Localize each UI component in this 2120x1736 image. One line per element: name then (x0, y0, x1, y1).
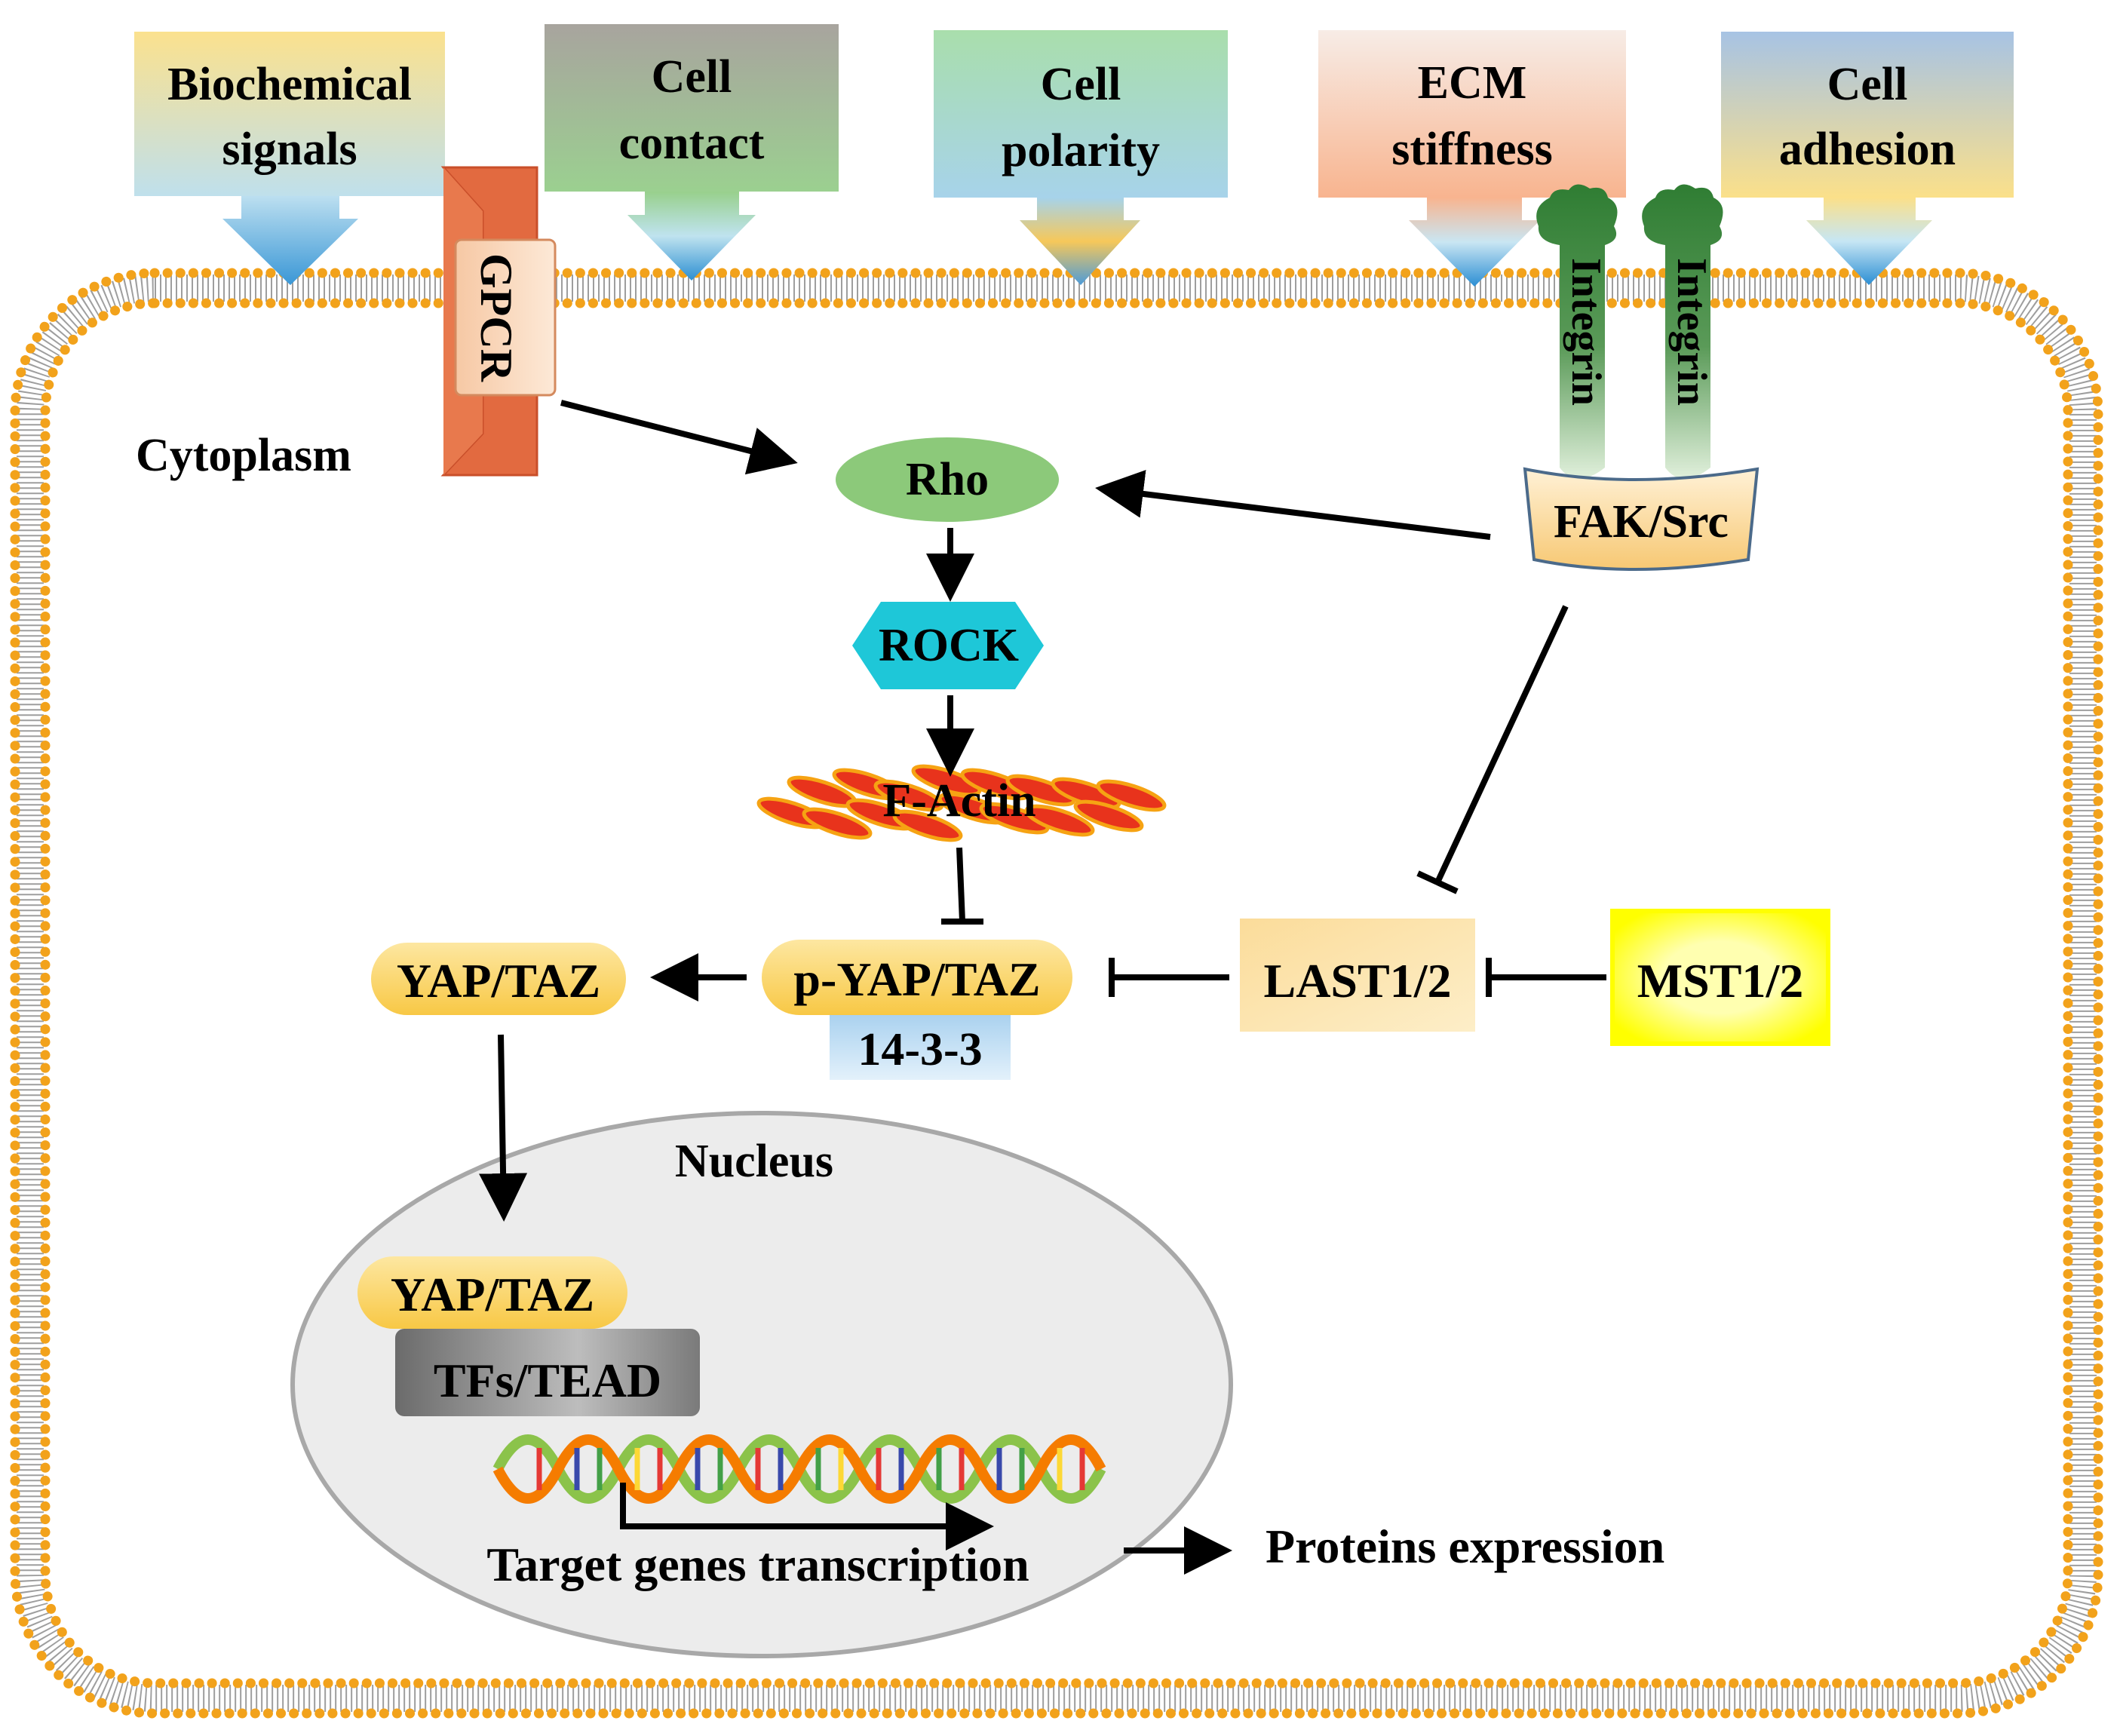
integrin-shape (1642, 184, 1723, 479)
pathway-edges (479, 400, 1606, 1575)
signal-label-line1: Biochemical (167, 59, 412, 110)
rho-node (836, 437, 1059, 522)
integrin-label: Integrin (1563, 258, 1609, 406)
tfs-tead-label: TFs/TEAD (434, 1354, 661, 1407)
signal-label-line2: signals (222, 124, 357, 175)
signal-arrow (1806, 198, 1932, 285)
dna-helix (492, 1434, 1106, 1504)
rock-label: ROCK (879, 620, 1019, 671)
signal-label-line2: contact (619, 118, 765, 169)
p-yap-taz-node (762, 940, 1072, 1015)
signal-label-line2: polarity (1002, 125, 1160, 176)
integrin-complex: Integrin Integrin FAK/Src (1523, 184, 1760, 571)
signal-box (1318, 30, 1626, 198)
inhibit-bar (1416, 870, 1459, 894)
fak-src-label: FAK/Src (1554, 496, 1729, 547)
edge-fak-to-rho (1095, 470, 1491, 540)
signal-arrow (222, 196, 358, 285)
protein-14-3-3-node (830, 1014, 1011, 1080)
signal-box (1721, 32, 2014, 198)
cytoplasm-label: Cytoplasm (136, 430, 351, 481)
signal-cell-contact: Cell contact (545, 24, 839, 281)
mst-node (1610, 909, 1830, 1046)
integrin-shape (1536, 184, 1618, 479)
signal-cell-polarity: Cell polarity (934, 30, 1228, 285)
yap-taz-label: YAP/TAZ (397, 954, 600, 1008)
last-node (1240, 919, 1475, 1032)
nucleus-label: Nucleus (675, 1136, 833, 1187)
nucleus (290, 1111, 1233, 1658)
gpcr-label: GPCR (471, 253, 521, 382)
edge-yap-to-nucleus (479, 1034, 528, 1222)
gpcr-body (454, 238, 557, 397)
f-actin-label: F-Actin (882, 775, 1035, 827)
signal-label-line1: Cell (652, 51, 732, 103)
edge-factin-inhibits-pyap (956, 847, 965, 922)
signal-label-line1: Cell (1041, 59, 1121, 110)
signal-ecm-stiffness: ECM stiffness (1318, 30, 1626, 287)
edge-gpcr-to-rho (560, 400, 798, 475)
p-yap-taz-label: p-YAP/TAZ (793, 952, 1040, 1006)
signal-box (134, 32, 445, 196)
gpcr-receptor: GPCR (440, 166, 557, 477)
last-label: LAST1/2 (1264, 954, 1452, 1008)
signal-label-line2: adhesion (1779, 124, 1956, 175)
target-genes-label: Target genes transcription (486, 1538, 1029, 1591)
f-actin-filament: F-Actin (756, 764, 1167, 842)
edge-fak-inhibits-last (1434, 605, 1569, 884)
dna-strand-orange (492, 1434, 1106, 1504)
signal-box (545, 24, 839, 192)
membrane-outer-beads (10, 268, 2103, 1719)
protein-14-3-3-label: 14-3-3 (858, 1024, 982, 1075)
signal-label-line1: Cell (1827, 59, 1908, 110)
yap-taz-nucleus-label: YAP/TAZ (391, 1268, 594, 1321)
signal-label-line1: ECM (1418, 57, 1527, 109)
integrin-left: Integrin (1536, 184, 1618, 479)
cell-membrane (10, 268, 2103, 1719)
signal-arrow (1409, 198, 1540, 287)
fak-src-box (1523, 467, 1760, 571)
membrane-inner-beads (40, 298, 2073, 1688)
yap-taz-nucleus-node (357, 1256, 627, 1329)
integrin-label: Integrin (1668, 258, 1715, 406)
tfs-tead-node (395, 1329, 700, 1416)
proteins-expression-label: Proteins expression (1266, 1520, 1664, 1573)
signal-arrow (1020, 198, 1140, 285)
yap-taz-cytoplasm-node (371, 943, 626, 1015)
edge-transcription-start (620, 1483, 994, 1550)
signal-box (934, 30, 1228, 198)
mst-label: MST1/2 (1637, 954, 1803, 1008)
integrin-right: Integrin (1642, 184, 1723, 479)
signal-label-line2: stiffness (1391, 124, 1553, 175)
signal-arrow (627, 192, 756, 281)
signal-cell-adhesion: Cell adhesion (1721, 32, 2014, 285)
rock-node (852, 602, 1044, 689)
signal-biochemical: Biochemical signals (134, 32, 445, 285)
rho-label: Rho (906, 454, 989, 505)
